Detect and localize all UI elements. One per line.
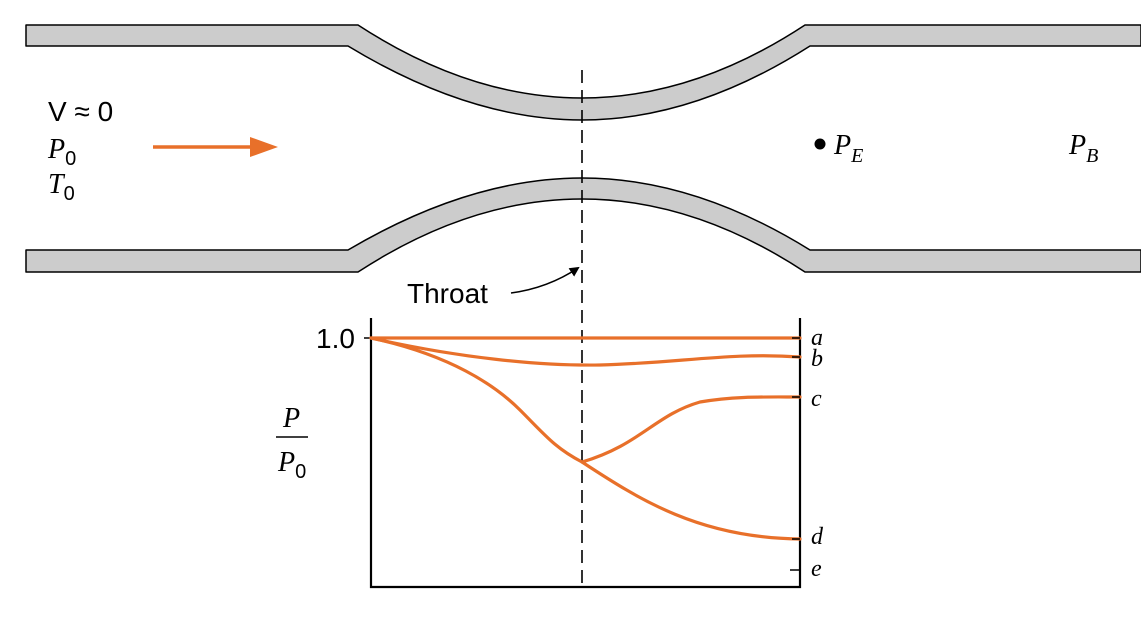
- series-d-line: [369, 336, 802, 541]
- exit-pressure-label: PE: [833, 130, 863, 167]
- series-b-line: [369, 336, 802, 367]
- inlet-velocity-label: V ≈ 0: [48, 96, 113, 127]
- series-a-label: a: [811, 325, 823, 351]
- ylabel-numerator: P: [282, 403, 300, 434]
- series-e-label: e: [811, 556, 822, 582]
- series-c-line: [580, 395, 802, 464]
- chart-axes: [369, 318, 802, 589]
- y-tick-label: 1.0: [316, 323, 355, 354]
- throat-pointer-arrow: [510, 266, 580, 294]
- upper-nozzle-wall: [25, 24, 1141, 121]
- throat-label: Throat: [407, 278, 488, 309]
- flow-direction-arrow: [153, 137, 278, 157]
- ylabel-denominator: P0: [277, 447, 306, 483]
- series-c-label: c: [811, 386, 822, 412]
- inlet-pressure-label: P0: [47, 134, 76, 170]
- lower-nozzle-wall: [25, 177, 1141, 273]
- back-pressure-label: PB: [1068, 130, 1098, 167]
- series-d-label: d: [811, 524, 824, 550]
- exit-point-dot: [814, 138, 826, 150]
- series-b-label: b: [811, 346, 823, 372]
- inlet-temperature-label: T0: [48, 169, 75, 205]
- pressure-chart: 1.0 P P0 a b c d e: [276, 318, 824, 589]
